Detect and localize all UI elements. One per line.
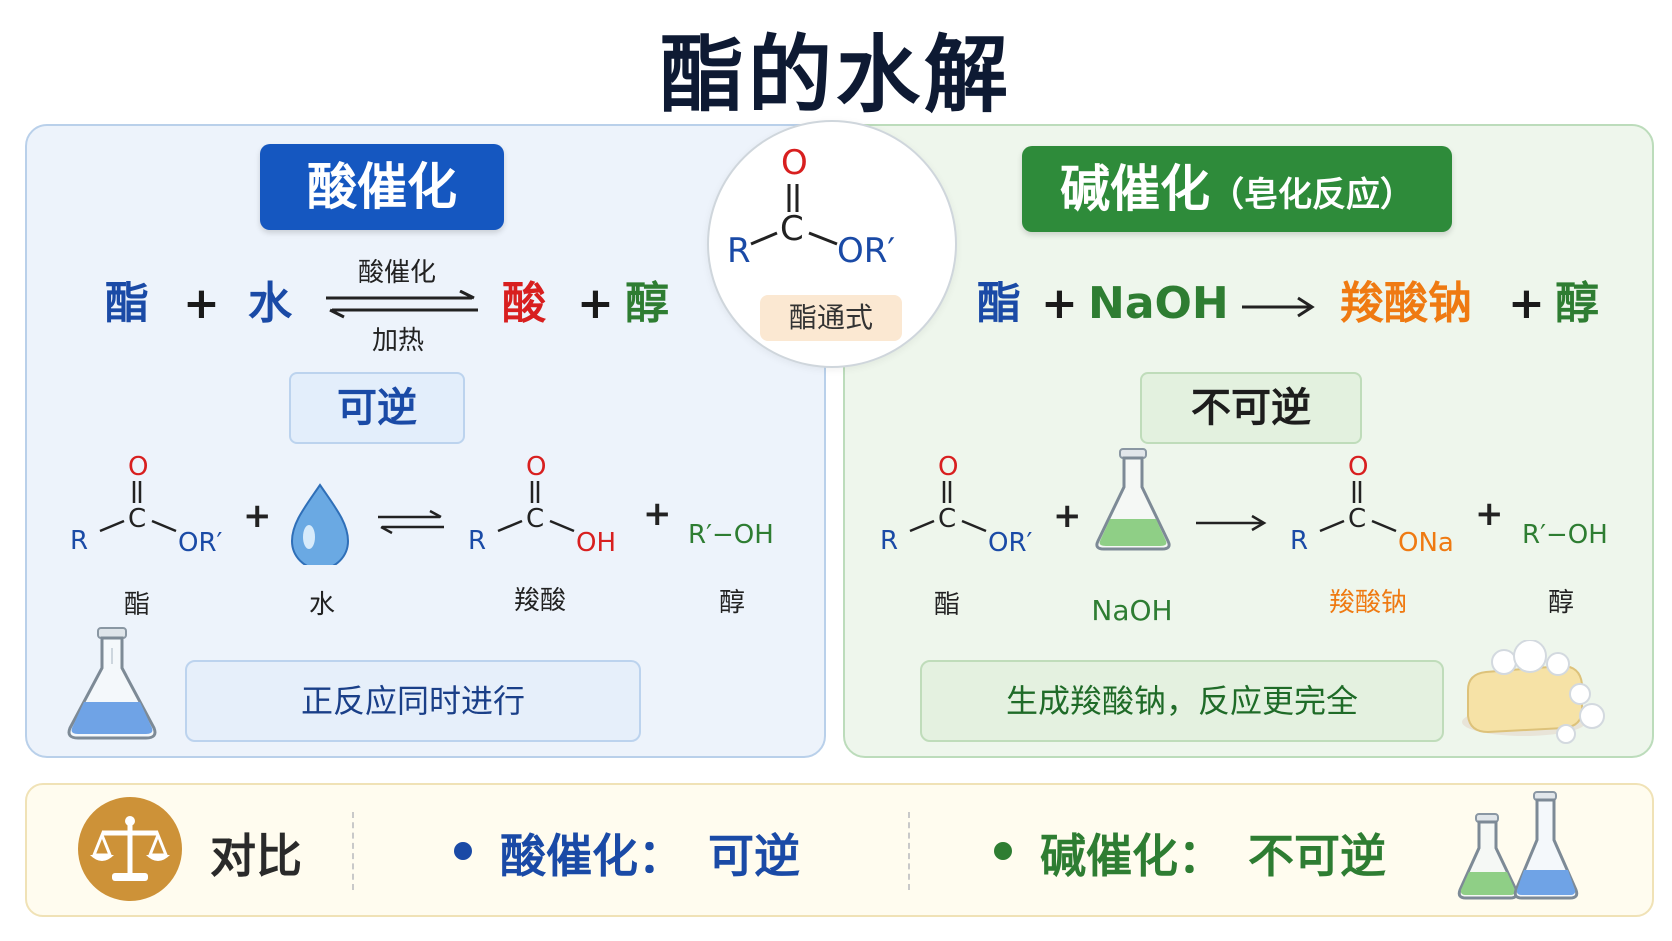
base-ester-r: R	[880, 526, 898, 556]
acid-label-water: 水	[308, 590, 335, 620]
acid-struct-plus-2: +	[643, 494, 672, 534]
acid-struct-equilibrium-arrow	[378, 509, 444, 535]
bond-r	[750, 231, 778, 246]
acid-product-oh: OH	[576, 528, 616, 558]
comparison-bar	[25, 783, 1654, 917]
acid-ester-c: C	[128, 504, 146, 534]
base-label-naoh: NaOH	[1091, 594, 1173, 627]
acid-product-c: C	[526, 504, 544, 534]
base-product-c: C	[1348, 504, 1366, 534]
base-struct-plus-2: +	[1475, 494, 1504, 534]
base-bullet	[994, 842, 1012, 860]
compare-separator-1	[352, 812, 354, 890]
base-ester-or: OR′	[988, 528, 1033, 558]
water-drop-icon	[290, 483, 350, 565]
acid-eq-ester: 酯	[105, 278, 149, 329]
base-product-ona: ONa	[1398, 528, 1454, 558]
acid-alcohol-formula: R′−OH	[688, 520, 774, 550]
ester-general-label: 酯通式	[760, 295, 902, 341]
struct-c: C	[780, 209, 804, 249]
forward-arrow	[1242, 296, 1315, 318]
acid-ester-or: OR′	[178, 528, 223, 558]
acid-eq-condition-bottom: 加热	[372, 326, 425, 356]
ester-general-structure: O C R OR′	[727, 143, 895, 271]
compare-separator-2	[908, 812, 910, 890]
struct-o: O	[781, 143, 808, 183]
acid-eq-condition-top: 酸催化	[358, 258, 437, 288]
struct-or: OR′	[837, 231, 895, 271]
flasks-icon	[1457, 791, 1579, 900]
acid-label-ester: 酯	[123, 590, 150, 620]
compare-acid-key: 酸催化：	[500, 829, 684, 883]
compare-base-value: 不可逆	[1248, 829, 1386, 883]
base-eq-plus-1: +	[1041, 278, 1078, 329]
equilibrium-arrow	[326, 290, 478, 319]
ester-general-formula-circle: O C R OR′	[707, 120, 957, 368]
base-product-o: O	[1348, 452, 1368, 482]
scale-icon	[90, 816, 170, 881]
acid-bullet	[454, 842, 472, 860]
base-product-r: R	[1290, 526, 1308, 556]
acid-label-carboxylic: 羧酸	[513, 586, 566, 616]
base-eq-alcohol: 醇	[1555, 278, 1599, 329]
acid-eq-water: 水	[248, 278, 292, 329]
irreversible-tag: 不可逆	[1140, 372, 1362, 444]
acid-eq-acid: 酸	[502, 278, 546, 329]
compare-base-key: 碱催化：	[1040, 829, 1224, 883]
acid-struct-plus-1: +	[243, 496, 272, 536]
base-eq-ester: 酯	[977, 278, 1021, 329]
scale-icon-circle	[78, 797, 182, 901]
soap-icon	[1462, 640, 1605, 744]
reversible-tag: 可逆	[289, 372, 465, 444]
acid-eq-alcohol: 醇	[625, 278, 669, 329]
acid-product-r: R	[468, 526, 486, 556]
base-catalysis-badge: 碱催化（皂化反应）	[1022, 146, 1452, 232]
base-label-ester: 酯	[933, 590, 960, 620]
base-ester-o: O	[938, 452, 958, 482]
base-eq-naoh: NaOH	[1088, 278, 1229, 329]
base-badge-title: 碱催化	[1060, 160, 1210, 218]
base-alcohol-formula: R′−OH	[1522, 520, 1608, 550]
acid-eq-plus-2: +	[577, 278, 614, 329]
acid-ester-r: R	[70, 526, 88, 556]
base-eq-carboxylate: 羧酸钠	[1340, 278, 1472, 329]
acid-note: 正反应同时进行	[185, 660, 641, 742]
base-eq-plus-2: +	[1508, 278, 1545, 329]
base-label-alcohol: 醇	[1547, 588, 1574, 618]
base-structures-row: O C R OR′ + O C R ONa + R′−OH	[880, 448, 1608, 558]
base-ester-c: C	[938, 504, 956, 534]
acid-structures-row: O C R OR′ + O C R OH + R′−OH	[70, 452, 774, 565]
naoh-flask-icon	[1095, 448, 1171, 551]
base-note: 生成羧酸钠，反应更完全	[920, 660, 1444, 742]
acid-label-alcohol: 醇	[718, 588, 745, 618]
acid-ester-o: O	[128, 452, 148, 482]
acid-product-o: O	[526, 452, 546, 482]
acid-eq-plus-1: +	[183, 278, 220, 329]
compare-label: 对比	[210, 829, 302, 883]
acid-catalysis-badge: 酸催化	[260, 144, 504, 230]
base-struct-plus-1: +	[1053, 496, 1082, 536]
base-struct-forward-arrow	[1196, 514, 1267, 532]
base-badge-subtitle: （皂化反应）	[1210, 175, 1414, 215]
struct-r: R	[727, 231, 751, 271]
bond-or	[808, 231, 838, 246]
flask-icon	[67, 627, 157, 740]
page-title: 酯的水解	[659, 26, 1012, 124]
compare-acid-value: 可逆	[708, 829, 800, 883]
base-label-carboxylate: 羧酸钠	[1328, 588, 1407, 618]
